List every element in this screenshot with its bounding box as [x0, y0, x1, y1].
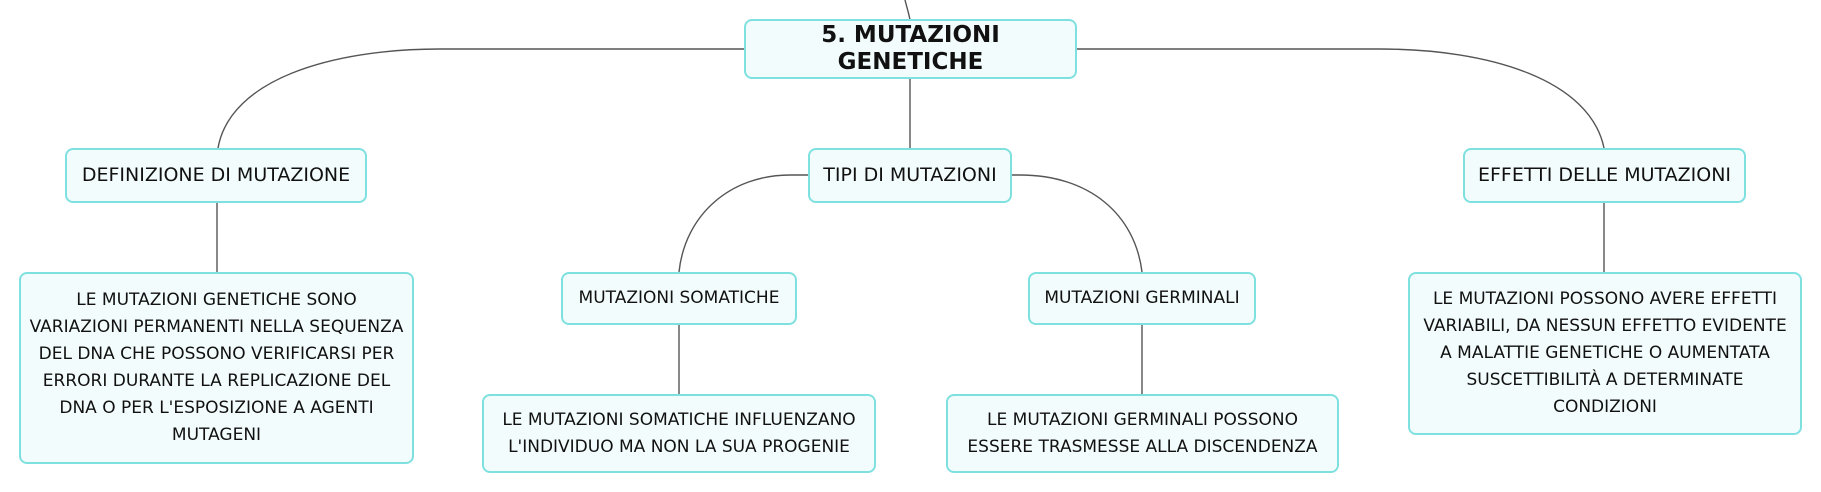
detail-effetti-text: LE MUTAZIONI POSSONO AVERE EFFETTI VARIA… — [1423, 289, 1787, 417]
detail-effetti[interactable]: LE MUTAZIONI POSSONO AVERE EFFETTI VARIA… — [1408, 272, 1802, 435]
topic-tipi[interactable]: TIPI DI MUTAZIONI — [808, 148, 1012, 203]
detail-somatiche-text: LE MUTAZIONI SOMATICHE INFLUENZANO L'IND… — [502, 409, 856, 457]
connector-tipi-somatiche — [678, 174, 808, 273]
topic-definizione-label: DEFINIZIONE DI MUTAZIONE — [81, 164, 351, 186]
topic-tipi-label: TIPI DI MUTAZIONI — [823, 164, 997, 186]
connector-root-definizione — [217, 48, 745, 149]
topic-germinali[interactable]: MUTAZIONI GERMINALI — [1028, 272, 1256, 325]
detail-somatiche[interactable]: LE MUTAZIONI SOMATICHE INFLUENZANO L'IND… — [482, 394, 876, 473]
detail-germinali[interactable]: LE MUTAZIONI GERMINALI POSSONO ESSERE TR… — [946, 394, 1339, 473]
topic-effetti[interactable]: EFFETTI DELLE MUTAZIONI — [1463, 148, 1746, 203]
connector-parent-root — [904, 0, 911, 21]
topic-somatiche-label: MUTAZIONI SOMATICHE — [578, 288, 780, 308]
topic-germinali-label: MUTAZIONI GERMINALI — [1044, 288, 1240, 308]
root-topic[interactable]: 5. MUTAZIONI GENETICHE — [744, 19, 1077, 79]
detail-definizione-text: LE MUTAZIONI GENETICHE SONO VARIAZIONI P… — [29, 290, 404, 445]
detail-germinali-text: LE MUTAZIONI GERMINALI POSSONO ESSERE TR… — [967, 409, 1318, 457]
topic-effetti-label: EFFETTI DELLE MUTAZIONI — [1477, 164, 1732, 186]
topic-somatiche[interactable]: MUTAZIONI SOMATICHE — [561, 272, 797, 325]
root-topic-label: 5. MUTAZIONI GENETICHE — [821, 22, 1000, 75]
connector-root-effetti — [1075, 48, 1605, 149]
topic-definizione[interactable]: DEFINIZIONE DI MUTAZIONE — [65, 148, 367, 203]
connector-tipi-germinali — [1011, 174, 1143, 273]
detail-definizione[interactable]: LE MUTAZIONI GENETICHE SONO VARIAZIONI P… — [19, 272, 414, 464]
